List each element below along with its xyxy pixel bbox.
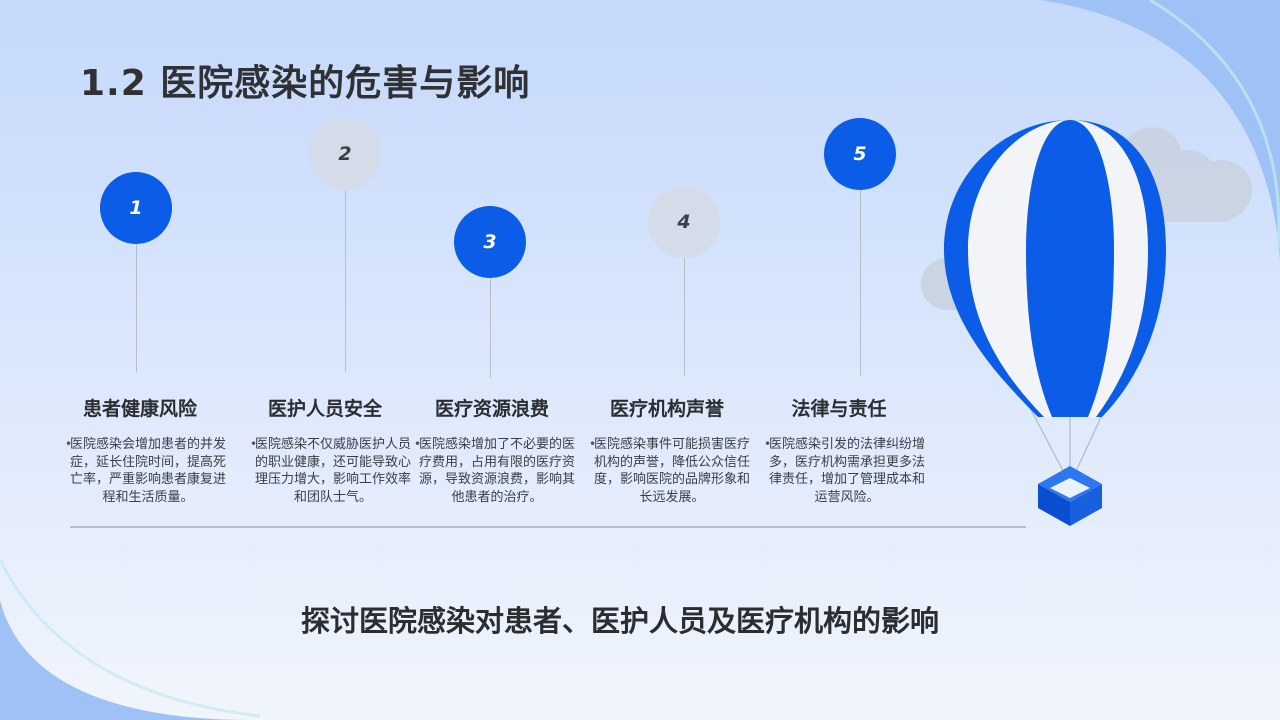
bullet-1: • (65, 437, 73, 451)
step-number-5: 5 (824, 118, 896, 190)
pin-line-2 (345, 190, 346, 372)
item-text-1: 医院感染会增加患者的并发症，延长住院时间，提高死亡率，严重影响患者康复进程和生活… (69, 437, 226, 505)
item-description-3: • 医院感染增加了不必要的医疗费用，占用有限的医疗资源，导致资源浪费，影响其他患… (414, 436, 576, 506)
item-heading-2: 医护人员安全 (267, 398, 382, 420)
slide-footer: 探讨医院感染对患者、医护人员及医疗机构的影响 (300, 604, 939, 638)
item-text-3: 医院感染增加了不必要的医疗费用，占用有限的医疗资源，导致资源浪费，影响其他患者的… (418, 437, 575, 505)
item-heading-5: 法律与责任 (791, 398, 887, 420)
hot-air-balloon-icon (921, 120, 1252, 526)
balloon-envelope (944, 120, 1166, 417)
bullet-4: • (589, 437, 597, 451)
step-number-2: 2 (309, 118, 381, 190)
pin-line-3 (490, 278, 491, 378)
item-heading-4: 医疗机构声誉 (609, 398, 724, 420)
item-description-2: • 医院感染不仅威胁医护人员的职业健康，还可能导致心理压力增大，影响工作效率和团… (250, 436, 412, 506)
item-description-1: • 医院感染会增加患者的并发症，延长住院时间，提高死亡率，严重影响患者康复进程和… (65, 436, 227, 506)
item-description-4: • 医院感染事件可能损害医疗机构的声誉，降低公众信任度，影响医院的品牌形象和长远… (589, 436, 751, 506)
bullet-5: • (764, 437, 772, 451)
pin-line-4 (684, 258, 685, 376)
item-text-2: 医院感染不仅威胁医护人员的职业健康，还可能导致心理压力增大，影响工作效率和团队士… (254, 437, 411, 505)
item-heading-3: 医疗资源浪费 (434, 398, 549, 420)
balloon-basket (1038, 466, 1102, 526)
pin-line-5 (860, 190, 861, 376)
item-text-5: 医院感染引发的法律纠纷增多，医疗机构需承担更多法律责任，增加了管理成本和运营风险… (768, 437, 925, 505)
timeline-baseline (70, 526, 1026, 528)
item-heading-1: 患者健康风险 (82, 398, 197, 420)
slide-title: 1.2 医院感染的危害与影响 (80, 63, 531, 104)
step-number-1: 1 (100, 172, 172, 244)
pin-line-1 (136, 244, 137, 372)
bullet-2: • (250, 437, 258, 451)
item-text-4: 医院感染事件可能损害医疗机构的声誉，降低公众信任度，影响医院的品牌形象和长远发展… (593, 437, 750, 505)
item-description-5: • 医院感染引发的法律纠纷增多，医疗机构需承担更多法律责任，增加了管理成本和运营… (764, 436, 926, 506)
step-number-3: 3 (454, 206, 526, 278)
bullet-3: • (414, 437, 422, 451)
step-number-4: 4 (648, 186, 720, 258)
